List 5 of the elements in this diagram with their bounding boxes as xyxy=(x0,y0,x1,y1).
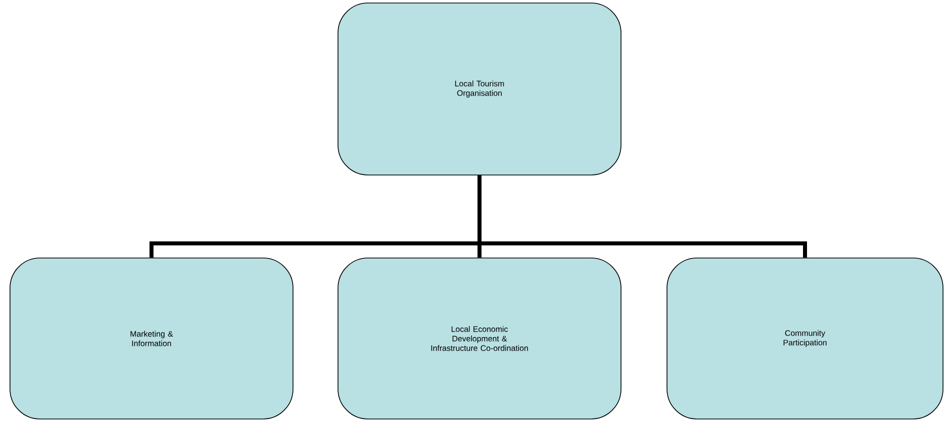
org-box: Local Tourism Organisation xyxy=(338,2,622,176)
org-box: Marketing & Information xyxy=(10,258,294,420)
org-box: Local Economic Development & Infrastructure Co-ordination xyxy=(338,258,622,420)
connector xyxy=(478,175,807,258)
org-box: Community Participation xyxy=(666,258,944,420)
